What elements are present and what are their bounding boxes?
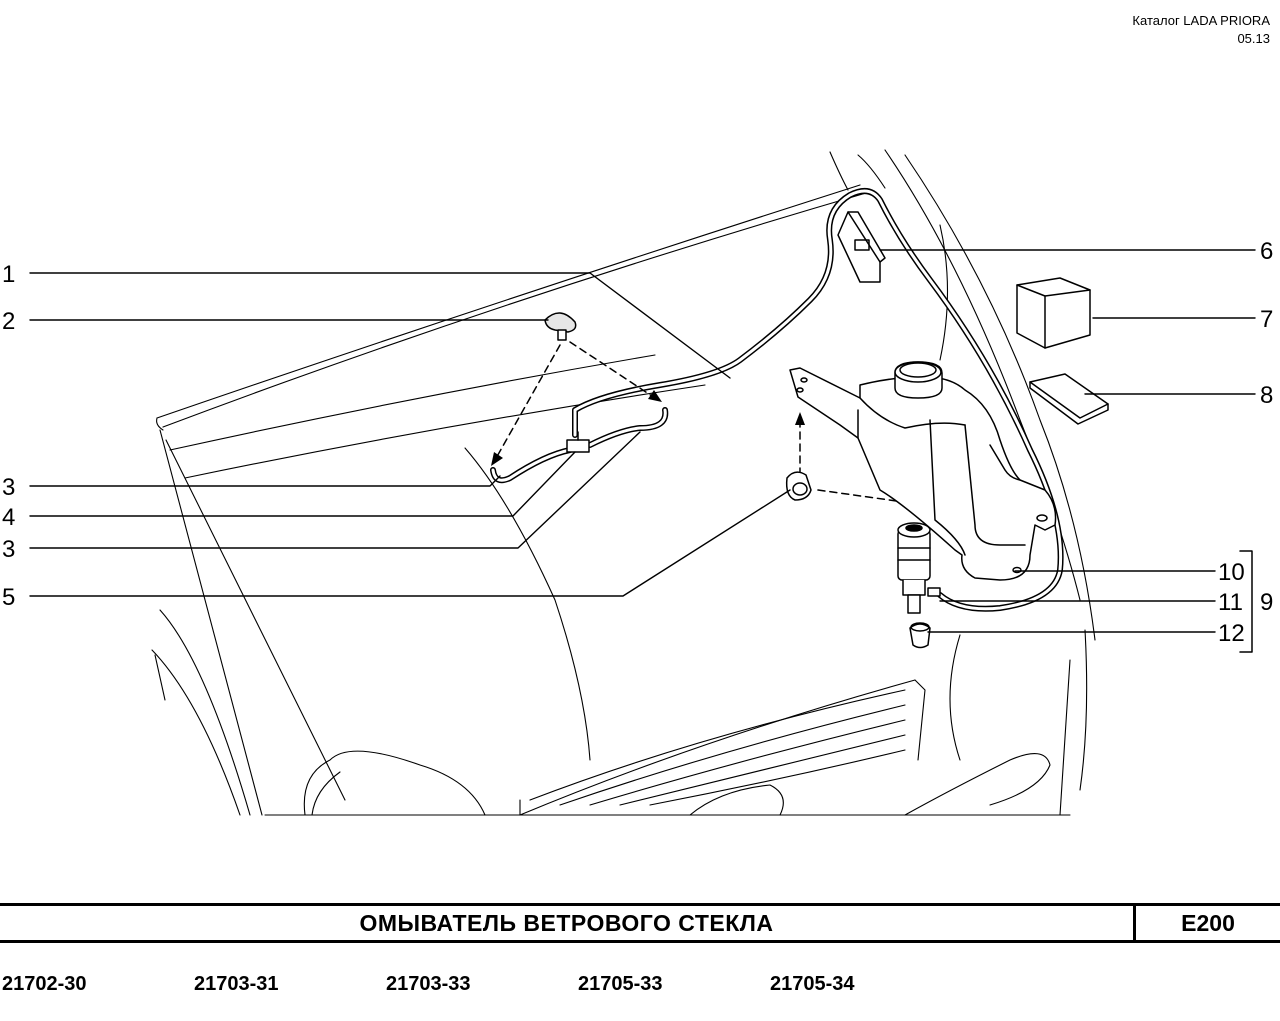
reservoir-grommet xyxy=(785,471,812,501)
callout-10: 10 xyxy=(1218,559,1245,586)
model-code: 21702-30 xyxy=(2,973,87,995)
catalog-header: Каталог LADA PRIORA xyxy=(1132,13,1270,28)
callout-3-right: 3 xyxy=(2,536,15,563)
washer-nozzle xyxy=(544,312,577,341)
callout-9: 9 xyxy=(1260,589,1273,616)
tee-connector xyxy=(566,431,590,453)
model-code: 21703-33 xyxy=(386,973,471,995)
leader-lines xyxy=(29,249,1256,633)
callout-1: 1 xyxy=(2,261,15,288)
callout-3-left: 3 xyxy=(2,474,15,501)
callout-12: 12 xyxy=(1218,620,1245,647)
callout-7: 7 xyxy=(1260,306,1273,333)
callout-2: 2 xyxy=(2,308,15,335)
catalog-date: 05.13 xyxy=(1237,31,1270,46)
reservoir-pad-strip xyxy=(1029,373,1109,425)
callout-11: 11 xyxy=(1218,589,1243,616)
callout-5: 5 xyxy=(2,584,15,611)
callout-4: 4 xyxy=(2,504,15,531)
callout-6: 6 xyxy=(1260,238,1273,265)
group-bracket xyxy=(1239,550,1253,653)
reservoir-pad-block xyxy=(1016,277,1091,349)
model-code: 21703-31 xyxy=(194,973,279,995)
pump-seal xyxy=(909,622,931,649)
model-code: 21705-33 xyxy=(578,973,663,995)
catalog-code: E200 xyxy=(1133,906,1280,940)
title-bar: ОМЫВАТЕЛЬ ВЕТРОВОГО СТЕКЛА E200 xyxy=(0,903,1280,943)
callout-numbers: 1 2 3 4 3 5 6 7 8 10 11 12 9 xyxy=(2,238,1273,647)
model-list: 21702-30 21703-31 21703-33 21705-33 2170… xyxy=(0,970,1280,998)
callout-8: 8 xyxy=(1260,382,1273,409)
model-code: 21705-34 xyxy=(770,973,855,995)
washer-pump xyxy=(897,522,941,614)
page-title: ОМЫВАТЕЛЬ ВЕТРОВОГО СТЕКЛА xyxy=(359,910,774,936)
car-body-outline xyxy=(151,149,1096,816)
clip-bracket xyxy=(837,211,886,283)
washer-reservoir xyxy=(789,361,1057,581)
